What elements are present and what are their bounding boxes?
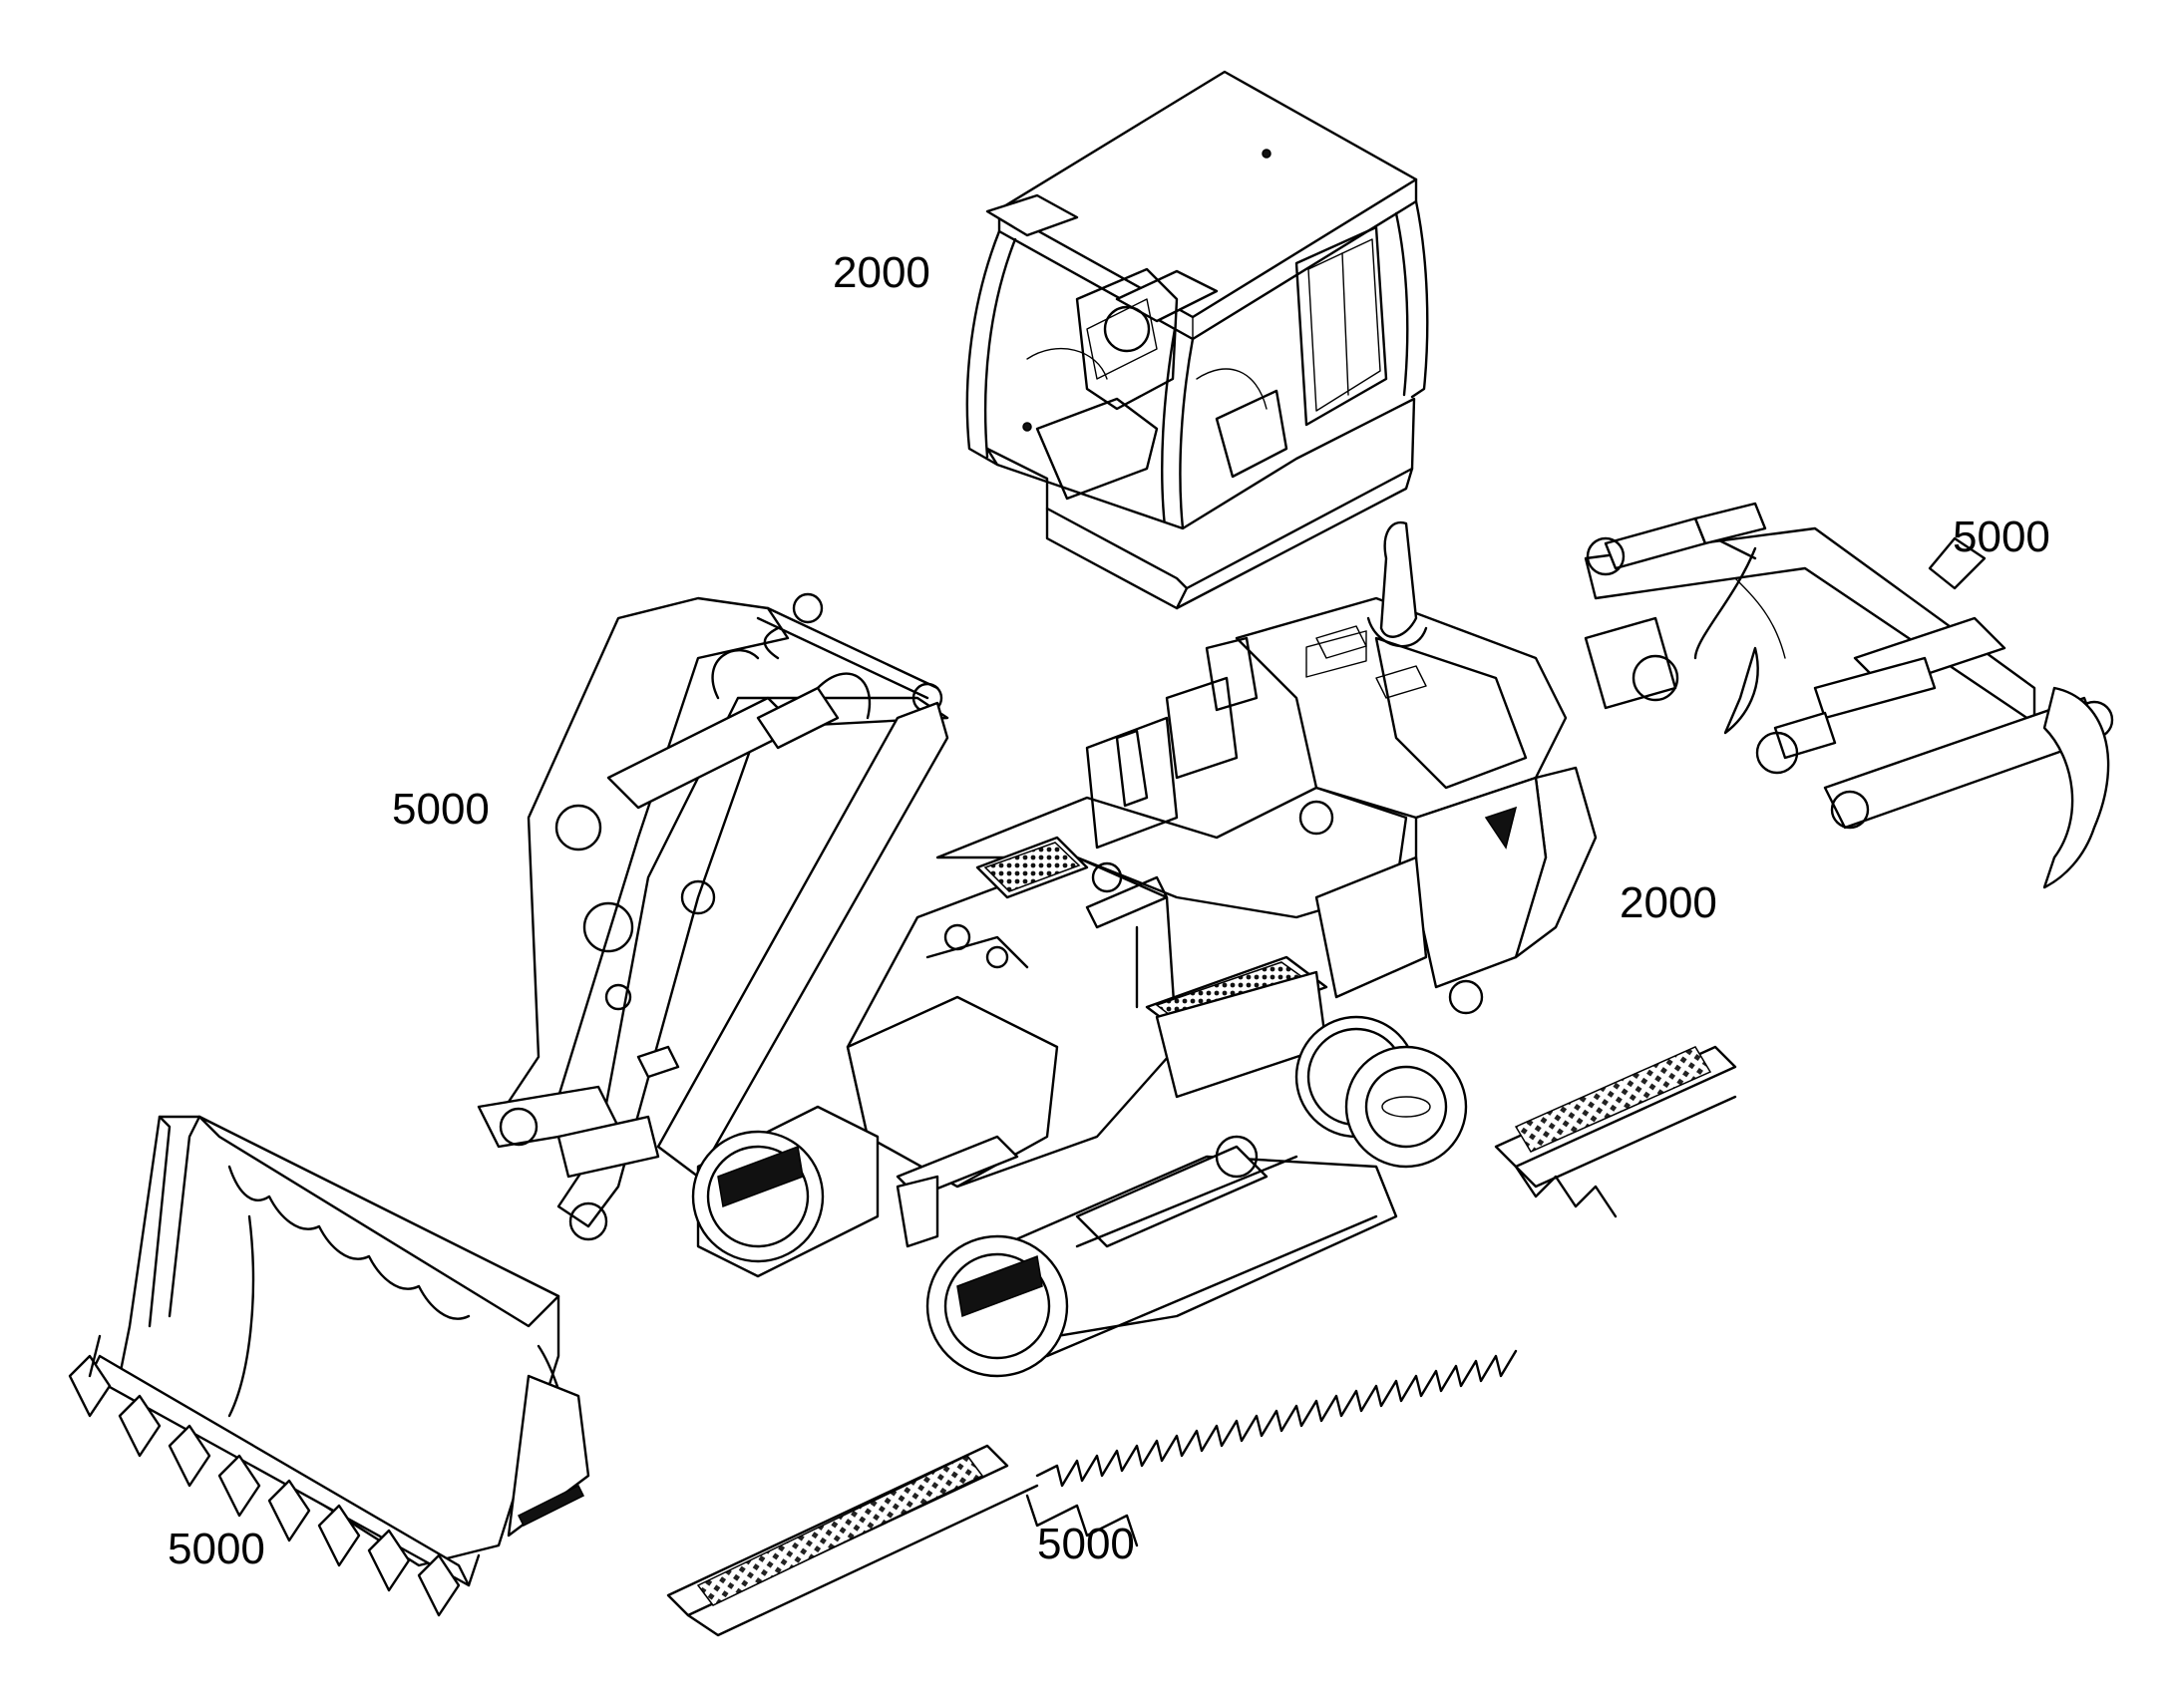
cab-callout-label: 2000: [833, 248, 930, 297]
tractor-body: [691, 520, 1598, 1378]
bucket-assembly: [68, 1115, 590, 1617]
tracks-callout-label: 5000: [1037, 1520, 1135, 1568]
cab-assembly: [965, 70, 1429, 610]
body-callout-label: 2000: [1620, 878, 1717, 927]
bucket-callout-label: 5000: [168, 1525, 265, 1573]
lift-arm-callout-label: 5000: [392, 785, 490, 834]
ripper-callout-label: 5000: [1953, 512, 2050, 561]
lift-arm-assembly: [477, 592, 949, 1241]
ripper-assembly: [1584, 502, 2114, 889]
track-chain-assembly: [666, 1045, 1737, 1637]
